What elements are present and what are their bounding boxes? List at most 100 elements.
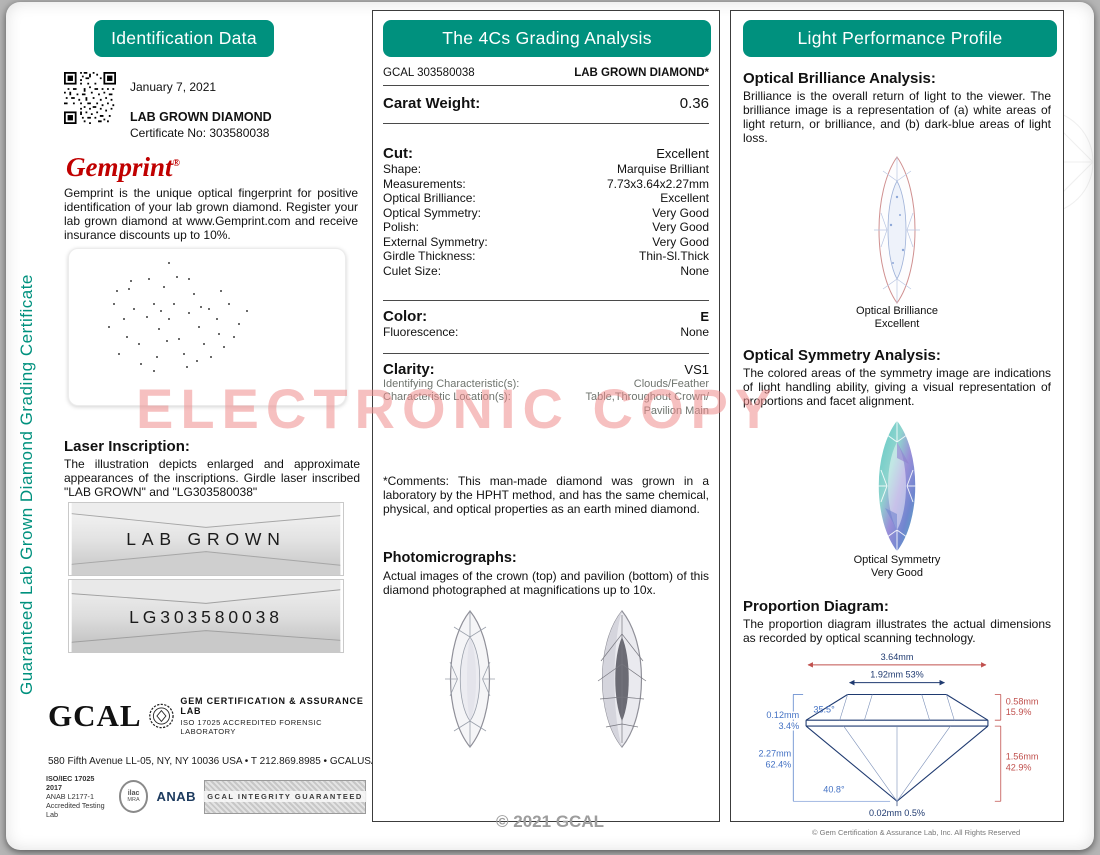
optical-symmetry-image xyxy=(874,419,920,553)
measurements-value: 7.73x3.64x2.27mm xyxy=(606,176,709,191)
mra-label: MRA xyxy=(127,796,140,803)
inscription-text-serial: LG303580038 xyxy=(129,607,283,627)
pavilion-photomicrograph xyxy=(597,610,647,748)
optical-symmetry-grade: Very Good xyxy=(871,567,923,579)
dim-pavilion-pct: 42.9% xyxy=(1006,763,1032,773)
product-type-middle: LAB GROWN DIAMOND* xyxy=(574,67,709,79)
characteristic-location-value-line2: Pavilion Main xyxy=(643,404,709,417)
optical-symmetry-row: Optical Symmetry: Very Good xyxy=(383,206,709,221)
optical-symmetry-value: Very Good xyxy=(652,205,709,220)
identification-panel: Identification Data January 7, 2021 LAB … xyxy=(42,10,399,822)
registered-mark: ® xyxy=(172,158,180,169)
report-id-row: GCAL 303580038 LAB GROWN DIAMOND* xyxy=(383,67,709,79)
color-grade-row: Color: E xyxy=(383,308,709,325)
inscription-text-lab-grown: LAB GROWN xyxy=(126,529,286,549)
culet-size-value: None xyxy=(680,263,709,278)
external-symmetry-value: Very Good xyxy=(652,234,709,249)
girdle-thickness-value: Thin-Sl.Thick xyxy=(638,249,709,263)
optical-brilliance-image xyxy=(874,156,920,304)
laser-inscription-description: The illustration depicts enlarged and ap… xyxy=(64,457,360,499)
lab-address: 580 Fifth Avenue LL-05, NY, NY 10036 USA… xyxy=(48,756,400,767)
product-type: LAB GROWN DIAMOND xyxy=(130,110,272,124)
spine-title: Guaranteed Lab Grown Diamond Grading Cer… xyxy=(17,274,36,695)
clarity-grade-row: Clarity: VS1 xyxy=(383,361,709,378)
optical-brilliance-description: Brilliance is the overall return of ligh… xyxy=(743,89,1051,145)
cut-label: Cut: xyxy=(383,145,413,162)
fluorescence-label: Fluorescence: xyxy=(383,325,459,339)
dim-crown-pct: 15.9% xyxy=(1006,707,1032,717)
carat-weight-label: Carat Weight: xyxy=(383,95,481,112)
lab-name: GEM CERTIFICATION & ASSURANCE LAB xyxy=(180,696,364,716)
dim-girdle-pct: 3.4% xyxy=(778,721,799,731)
clarity-value: VS1 xyxy=(684,361,709,377)
carat-weight-value: 0.36 xyxy=(679,95,709,112)
photomicrographs-title: Photomicrographs: xyxy=(383,550,517,566)
anab-logo: ANAB xyxy=(156,789,196,804)
proportion-diagram-description: The proportion diagram illustrates the a… xyxy=(743,617,1051,645)
dim-pavilion-mm: 1.56mm xyxy=(1006,752,1039,762)
ilac-label: ilac xyxy=(127,789,140,797)
culet-size-label: Culet Size: xyxy=(383,263,442,278)
separator xyxy=(383,300,709,301)
laser-inscription-image-serial: LG303580038 xyxy=(68,579,344,653)
optical-symmetry-label: Optical Symmetry: xyxy=(383,205,482,220)
characteristic-location-row: Characteristic Location(s): Table,Throug… xyxy=(383,391,709,418)
shape-value: Marquise Brilliant xyxy=(616,162,709,176)
gemprint-description: Gemprint is the unique optical fingerpri… xyxy=(64,186,358,242)
rights-notice: © Gem Certification & Assurance Lab, Inc… xyxy=(812,828,1021,837)
girdle-thickness-row: Girdle Thickness: Thin-Sl.Thick xyxy=(383,249,709,264)
polish-row: Polish:Very Good xyxy=(383,220,709,235)
optical-brilliance-label: Optical Brilliance: xyxy=(383,191,476,205)
identifying-characteristics-value: Clouds/Feather xyxy=(633,377,709,390)
optical-brilliance-value: Excellent xyxy=(660,191,709,205)
culet-size-row: Culet Size: None xyxy=(383,264,709,279)
dim-depth-mm: 2.27mm xyxy=(758,749,791,759)
photomicrograph-images xyxy=(383,609,709,749)
measurements-label: Measurements: xyxy=(383,176,466,191)
dim-total-width: 3.64mm xyxy=(881,652,914,662)
dim-crown-mm: 0.58mm xyxy=(1006,696,1039,706)
optical-brilliance-title: Optical Brilliance Analysis: xyxy=(743,70,936,87)
gcal-seal-icon xyxy=(148,703,174,729)
external-symmetry-row: External Symmetry: Very Good xyxy=(383,235,709,250)
dim-pavilion-angle: 40.8° xyxy=(823,784,845,794)
accreditation-line-2: ANAB L2177-1 xyxy=(46,792,94,801)
carat-weight-row: Carat Weight: 0.36 xyxy=(383,95,709,112)
cut-value: Excellent xyxy=(656,146,709,161)
grading-header: The 4Cs Grading Analysis xyxy=(383,20,711,57)
comments-text: *Comments: This man-made diamond was gro… xyxy=(383,474,709,516)
measurements-row: Measurements: 7.73x3.64x2.27mm xyxy=(383,177,709,192)
dim-girdle-mm: 0.12mm xyxy=(766,710,799,720)
clarity-label: Clarity: xyxy=(383,360,435,378)
gcal-logo-block: GCAL GEM CERTIFICATION & ASSURANCE LAB I… xyxy=(48,696,366,736)
dim-depth-pct: 62.4% xyxy=(766,760,792,770)
accreditation-line-3: Accredited Testing Lab xyxy=(46,801,105,819)
grading-panel: The 4Cs Grading Analysis GCAL 303580038 … xyxy=(372,10,720,822)
certificate-number: Certificate No: 303580038 xyxy=(130,126,270,140)
external-symmetry-label: External Symmetry: xyxy=(383,234,488,249)
laser-inscription-title: Laser Inscription: xyxy=(64,438,190,455)
color-value: E xyxy=(700,309,709,324)
gemprint-fingerprint-image xyxy=(68,248,346,406)
page-copyright: © 2021 GCAL xyxy=(496,812,604,831)
fluorescence-row: Fluorescence: None xyxy=(383,325,709,340)
gcal-logo: GCAL xyxy=(48,698,142,733)
identifying-characteristics-label: Identifying Characteristic(s): xyxy=(383,377,520,390)
dim-crown-angle: 35.5° xyxy=(813,704,835,714)
accreditation-text: ISO/IEC 17025 2017 ANAB L2177-1 Accredit… xyxy=(46,774,111,819)
identifying-characteristics-row: Identifying Characteristic(s): Clouds/Fe… xyxy=(383,378,709,392)
issue-date: January 7, 2021 xyxy=(130,80,217,94)
identification-header: Identification Data xyxy=(94,20,274,57)
girdle-thickness-label: Girdle Thickness: xyxy=(383,249,476,263)
characteristic-location-value-line1: Table,Throughout Crown/ xyxy=(585,391,709,403)
characteristic-location-label: Characteristic Location(s): xyxy=(383,391,511,403)
lab-name-block: GEM CERTIFICATION & ASSURANCE LAB ISO 17… xyxy=(180,696,366,736)
certificate-sheet: Guaranteed Lab Grown Diamond Grading Cer… xyxy=(6,2,1094,850)
gemprint-logo: Gemprint® xyxy=(66,152,180,183)
light-performance-panel: Light Performance Profile Optical Brilli… xyxy=(730,10,1064,822)
gemprint-logo-text: Gemprint xyxy=(66,152,173,182)
separator xyxy=(383,123,709,124)
polish-value: Very Good xyxy=(652,220,709,234)
separator xyxy=(383,85,709,86)
report-id: GCAL 303580038 xyxy=(383,67,475,79)
